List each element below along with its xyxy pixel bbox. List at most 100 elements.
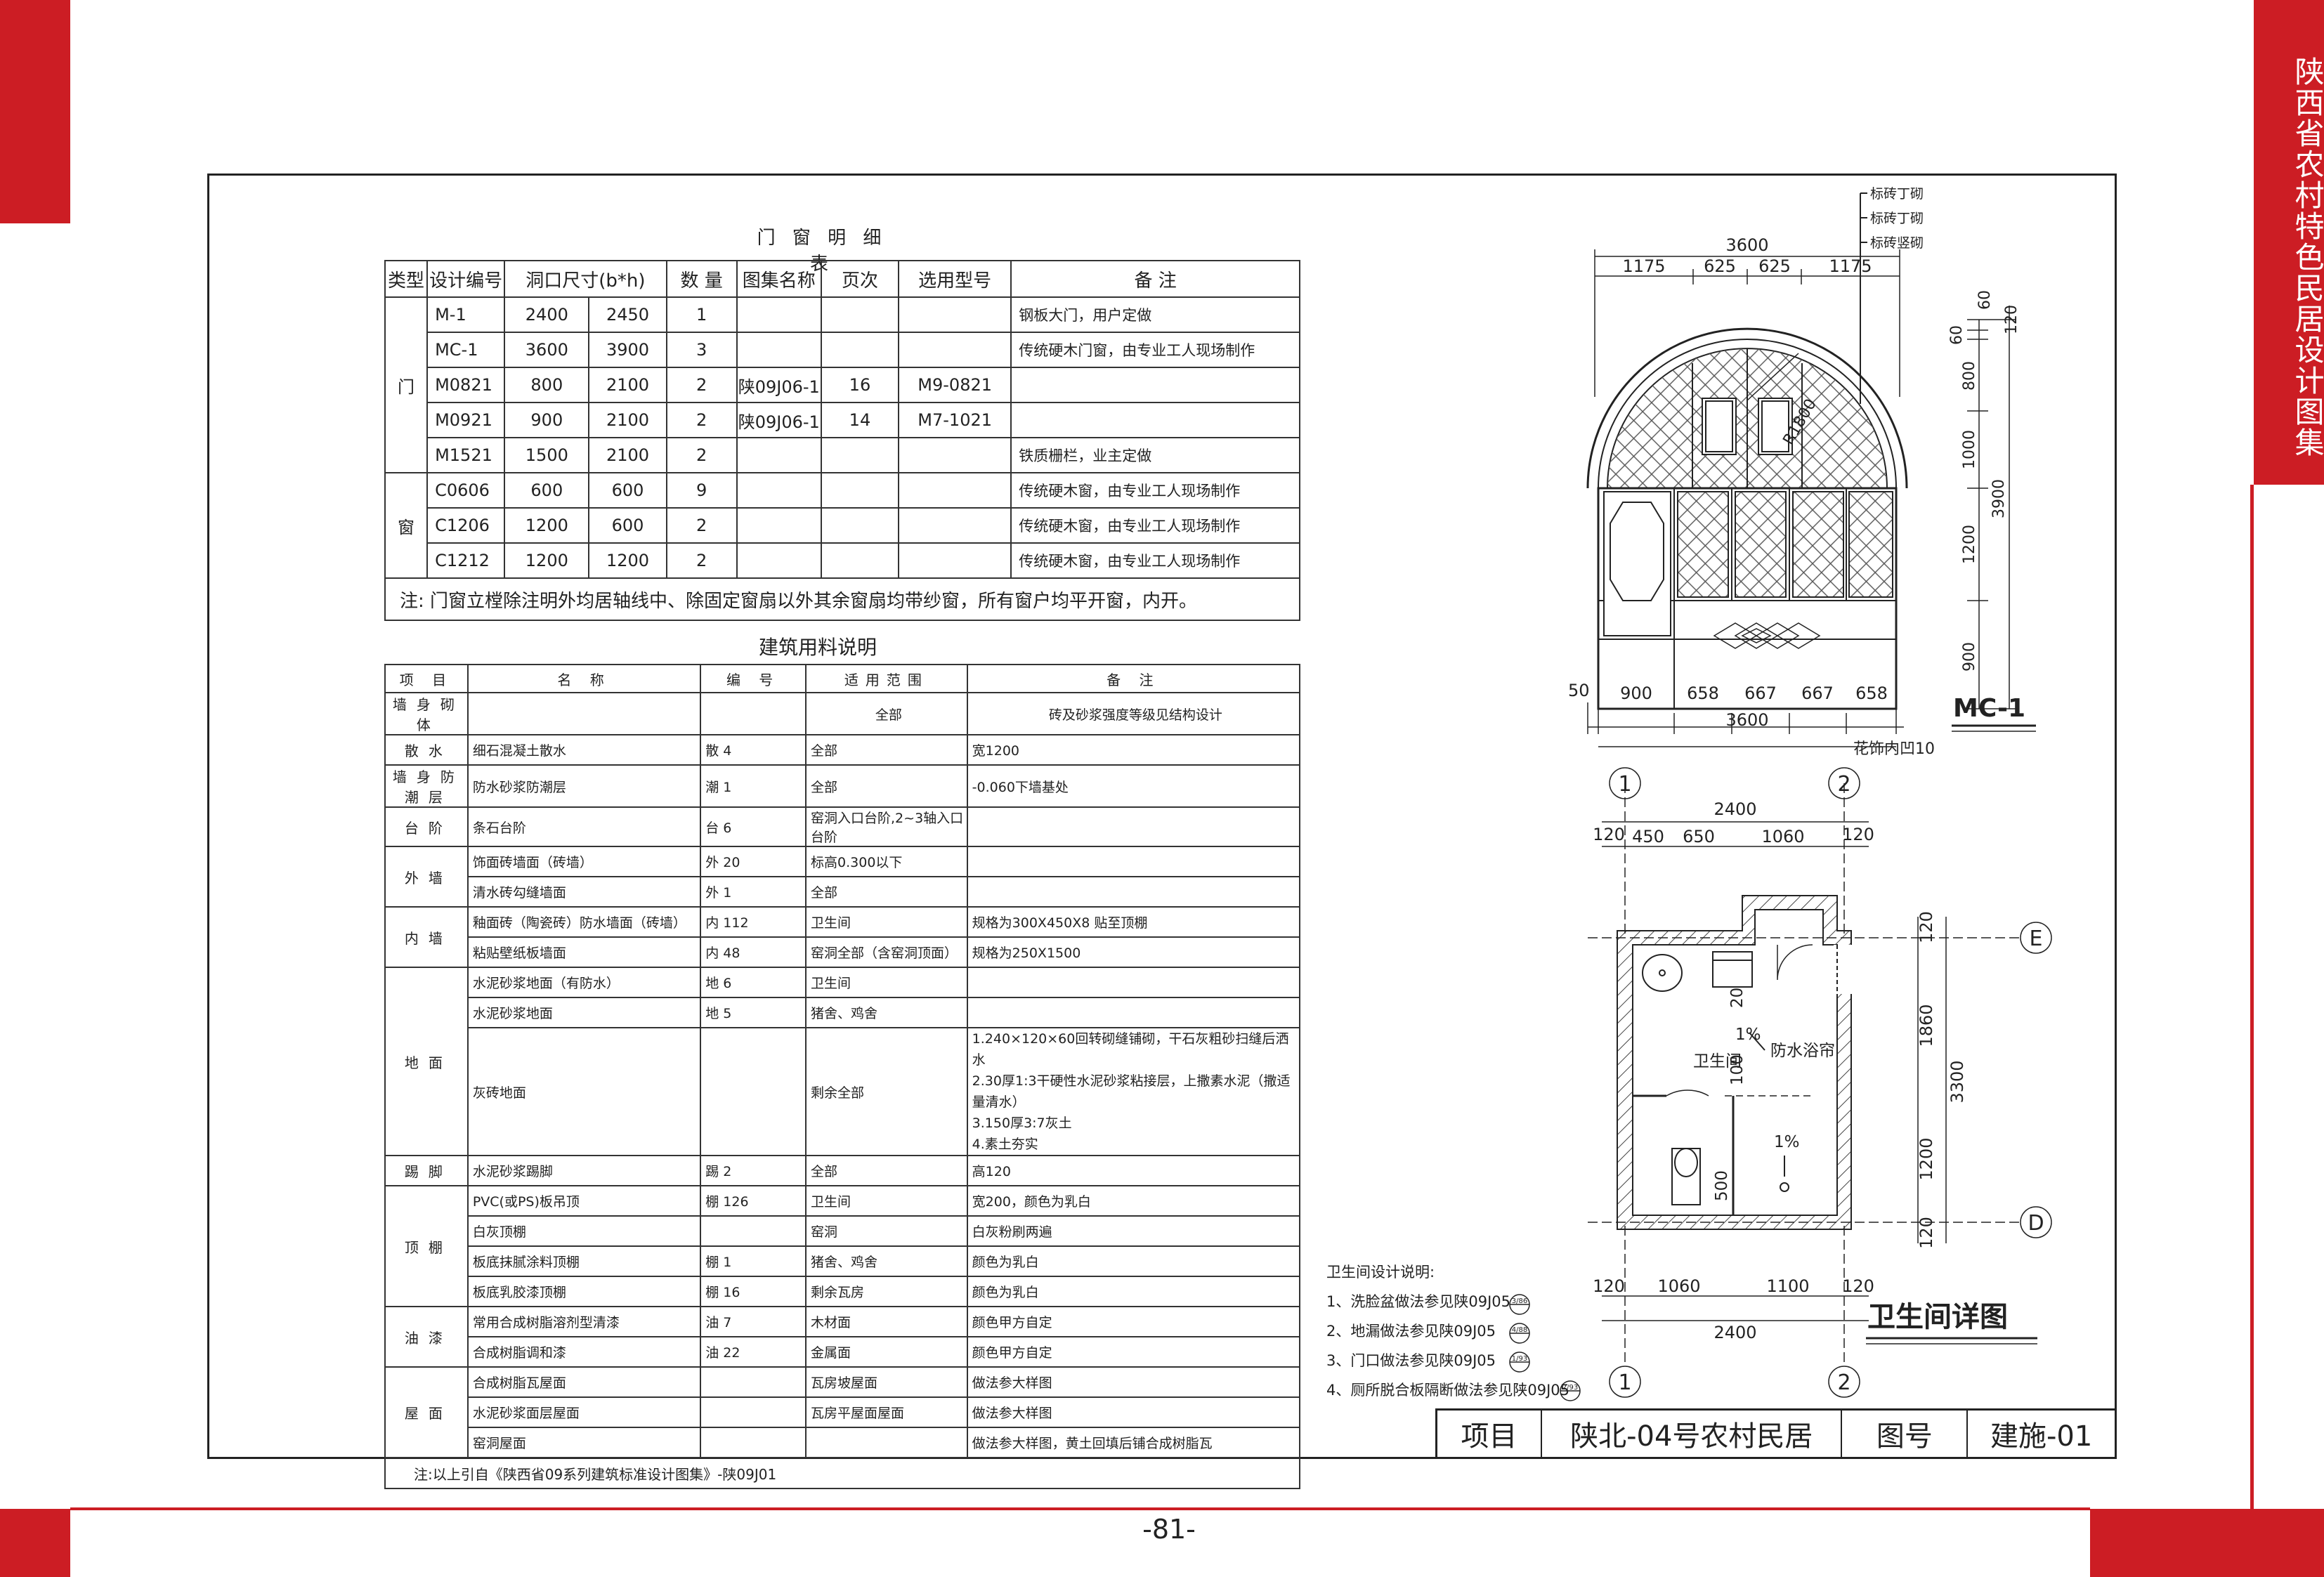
table-cell: 1 (665, 296, 738, 333)
table-cell: 窑洞 (805, 1215, 968, 1247)
page-corner-band (0, 0, 70, 223)
title-block: 项目 陕北-04号农村民居 图号 建施-01 (1435, 1408, 2117, 1459)
callout-label: 标砖竖砌 (1870, 235, 1924, 251)
table-cell: 1200 (504, 507, 590, 544)
table-cell: M9-0821 (898, 367, 1012, 403)
table-cell: 粘贴壁纸板墙面 (466, 936, 702, 968)
category-cell: 墙身防潮层 (384, 764, 469, 808)
table-cell (466, 692, 702, 735)
bathroom-title: 卫生间详图 (1867, 1301, 2008, 1333)
table-cell: 台 6 (700, 806, 807, 847)
dimension-label: 625 (1704, 256, 1736, 276)
ornament-note: 花饰内凹10 (1853, 740, 1935, 758)
table-cell: 1200 (588, 542, 667, 579)
table-cell: 2450 (588, 296, 667, 333)
dimension-label: 1200 (1961, 525, 1978, 564)
bathroom-dimension-lines (1602, 821, 1947, 1321)
table-cell: 全部 (805, 692, 968, 735)
table-cell: 陕09J06-1 (736, 367, 822, 403)
header-cell: 设计编号 (426, 260, 506, 298)
table-cell: 颜色甲方自定 (966, 1336, 1301, 1368)
table-cell: 全部 (805, 1155, 968, 1186)
category-cell: 屋面 (384, 1366, 469, 1458)
table-cell: 16 (820, 367, 900, 403)
category-cell: 台阶 (384, 806, 469, 847)
mc1-right-dimension-labels: 60 60 120 800 1000 1200 900 3900 (1948, 290, 2021, 672)
header-cell: 类型 (384, 260, 429, 298)
axis-bubble (2020, 922, 2052, 954)
table-cell: 900 (504, 402, 590, 438)
table-cell: 2100 (588, 402, 667, 438)
table-cell: 3 (665, 332, 738, 368)
dimension-label: 900 (1620, 683, 1652, 703)
table-cell: 全部 (805, 734, 968, 766)
table-cell: 瓦房坡屋面 (805, 1366, 968, 1398)
table-cell: 全部 (805, 764, 968, 808)
table-cell: 颜色为乳白 (966, 1276, 1301, 1307)
group-cell: 门 (384, 296, 429, 473)
table-cell: 地 5 (700, 997, 807, 1028)
dimension-label: 60 (1948, 325, 1966, 345)
table-cell: 9 (665, 472, 738, 509)
table-cell (820, 437, 900, 473)
mc1-elevation (1586, 192, 1908, 710)
table-cell: 棚 16 (700, 1276, 807, 1307)
axis-bubble (1828, 767, 1860, 799)
table-cell (898, 296, 1012, 333)
mc1-top-dimension-labels: 3600 1175 625 625 1175 (1622, 235, 1872, 276)
table-cell (736, 437, 822, 473)
table-cell: 宽1200 (966, 734, 1301, 766)
table-cell (966, 997, 1301, 1028)
header-cell: 备 注 (966, 664, 1301, 693)
table-cell: 2 (665, 437, 738, 473)
table-cell: 颜色甲方自定 (966, 1306, 1301, 1337)
dimension-label: 1175 (1622, 256, 1665, 276)
table-cell: 防水砂浆防潮层 (466, 764, 702, 808)
header-cell: 名 称 (466, 664, 702, 693)
table-cell: PVC(或PS)板吊顶 (466, 1185, 702, 1217)
table-footnote: 注:以上引自《陕西省09系列建筑标准设计图集》-陕09J01 (384, 1457, 1300, 1489)
table-cell: 油 7 (700, 1306, 807, 1337)
mc1-bottom-dimensions (1587, 702, 1904, 747)
bathroom-plan (1617, 895, 1855, 1230)
category-cell: 顶棚 (384, 1185, 469, 1307)
table-cell: 钢板大门，用户定做 (1010, 296, 1300, 333)
table-cell: 宽200，颜色为乳白 (966, 1185, 1301, 1217)
note-ref-label: 3/86 (1512, 1297, 1527, 1305)
dimension-label: 120 (1917, 1217, 1936, 1249)
dimension-label: 20 (1728, 988, 1747, 1008)
side-rule-line (2250, 485, 2254, 1509)
dimension-label: 658 (1855, 683, 1888, 703)
table-cell: 瓦房平屋面屋面 (805, 1396, 968, 1428)
table-cell: 3900 (588, 332, 667, 368)
table-cell (1010, 367, 1300, 403)
mc1-right-dimensions (1967, 306, 2016, 709)
table-cell (966, 846, 1301, 877)
table-cell: 内 112 (700, 906, 807, 938)
table-cell: 2100 (588, 367, 667, 403)
table-cell (820, 332, 900, 368)
dimension-label: 3300 (1947, 1060, 1967, 1103)
table-cell: 水泥砂浆地面（有防水） (466, 967, 702, 998)
project-label: 项目 (1437, 1411, 1543, 1457)
notes-title: 卫生间设计说明: (1326, 1264, 1435, 1281)
dimension-label: 1000 (1961, 430, 1978, 469)
table-cell: 猪舍、鸡舍 (805, 1245, 968, 1277)
table-cell: 1500 (504, 437, 590, 473)
mc1-label: MC-1 (1953, 694, 2025, 723)
table-cell: 饰面砖墙面（砖墙） (466, 846, 702, 877)
table-cell: 白灰粉刷两遍 (966, 1215, 1301, 1247)
table-cell: 卫生间 (805, 1185, 968, 1217)
note-reference-labels: 3/86 4/88 1/93 2/93 (1512, 1297, 1578, 1392)
table-cell: 剩余全部 (805, 1027, 968, 1156)
table-cell: 外 1 (700, 876, 807, 908)
